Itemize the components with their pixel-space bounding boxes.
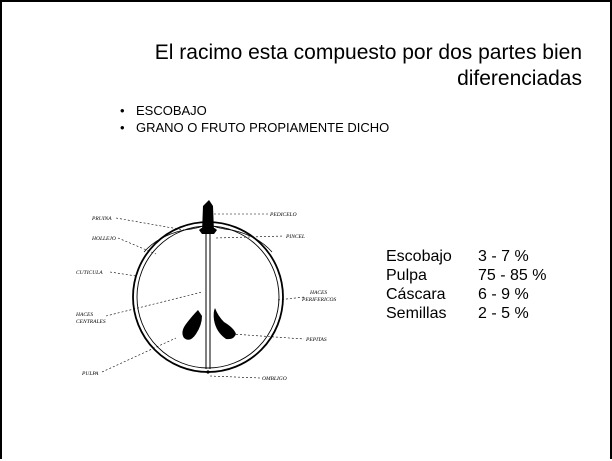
label-haces-centrales-1: HACES	[75, 312, 93, 318]
seed-left	[182, 310, 202, 340]
label-hollejo: HOLLEJO	[91, 236, 116, 242]
label-pincel: PINCEL	[285, 234, 305, 240]
composition-row: Escobajo 3 - 7 %	[386, 247, 546, 266]
label-haces-centrales-2: CENTRALES	[76, 319, 106, 325]
composition-row: Pulpa 75 - 85 %	[386, 266, 546, 285]
leader-pepitas	[231, 333, 305, 340]
grape-skin-inner	[136, 225, 280, 369]
composition-value: 3 - 7 %	[478, 248, 529, 265]
composition-name: Escobajo	[386, 248, 452, 265]
label-pedicelo: PEDICELO	[269, 212, 297, 218]
leader-pincel	[215, 235, 285, 239]
composition-name: Cáscara	[386, 286, 446, 303]
slide-title-line-2: diferenciadas	[457, 67, 582, 90]
bullet-item-escobajo: ESCOBAJO	[120, 102, 389, 119]
label-haces-perifericos-2: PERIFERICOS	[301, 297, 336, 303]
slide-title: El racimo esta compuesto por dos partes …	[72, 40, 582, 92]
composition-row: Cáscara 6 - 9 %	[386, 285, 546, 304]
leader-haces-perifericos	[277, 296, 305, 301]
label-cuticula: CUTICULA	[76, 270, 103, 276]
composition-name: Semillas	[386, 305, 447, 322]
pedicelo-stem	[202, 200, 214, 232]
leader-haces-centrales	[105, 291, 203, 317]
bullet-list: ESCOBAJO GRANO O FRUTO PROPIAMENTE DICHO	[120, 102, 389, 136]
grape-cross-section-diagram: PRUINA PEDICELO HOLLEJO PINCEL CUTICULA …	[75, 200, 336, 382]
composition-value: 6 - 9 %	[478, 286, 529, 303]
slide-title-line-1: El racimo esta compuesto por dos partes …	[154, 41, 582, 64]
label-pulpa: PULPA	[81, 371, 99, 377]
pincel-arc-right	[209, 223, 273, 253]
composition-value: 2 - 5 %	[478, 305, 529, 322]
leader-ombligo	[209, 375, 261, 379]
grape-skin-outer	[132, 221, 284, 373]
label-ombligo: OMBLIGO	[262, 376, 287, 382]
leader-pruina	[115, 217, 185, 231]
pincel-arc-left	[143, 223, 207, 253]
seed-right	[213, 308, 236, 340]
leader-hollejo	[117, 237, 157, 255]
composition-value: 75 - 85 %	[478, 267, 547, 284]
composition-table: Escobajo 3 - 7 % Pulpa 75 - 85 % Cáscara…	[386, 247, 546, 323]
label-pepitas: PEPITAS	[305, 337, 327, 343]
composition-row: Semillas 2 - 5 %	[386, 304, 546, 323]
label-haces-perifericos-1: HACES	[309, 290, 327, 296]
composition-name: Pulpa	[386, 267, 427, 284]
bullet-item-grano: GRANO O FRUTO PROPIAMENTE DICHO	[120, 119, 389, 136]
pedicelo-flare	[199, 226, 217, 234]
ombligo-point	[206, 370, 210, 374]
leader-cuticula	[109, 271, 137, 277]
label-pruina: PRUINA	[91, 216, 112, 222]
leader-pulpa	[101, 337, 177, 373]
